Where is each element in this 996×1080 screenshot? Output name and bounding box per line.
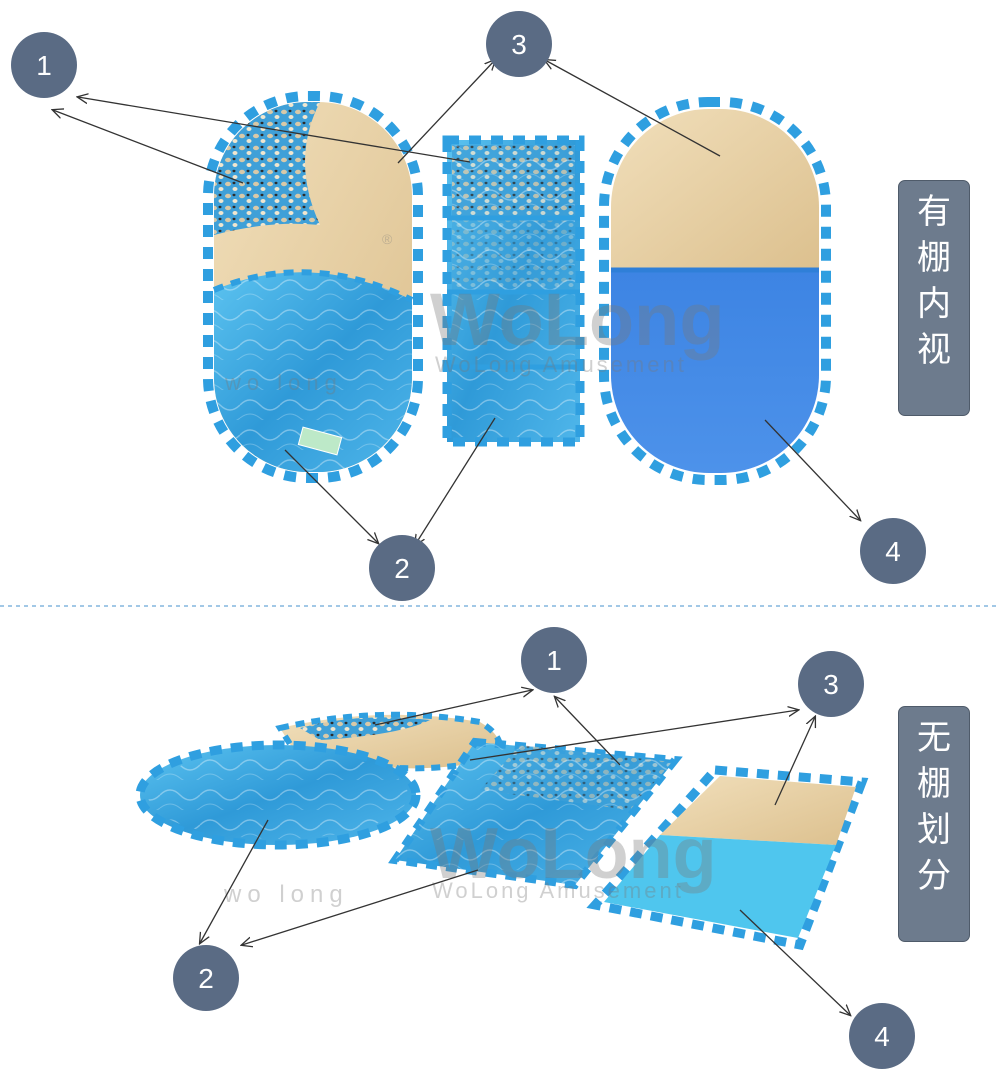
callout-badge-2-bottom: 2 — [173, 945, 239, 1011]
svg-text:2: 2 — [198, 963, 214, 994]
callout-badge-4-bottom: 4 — [849, 1003, 915, 1069]
callout-badge-1: 1 — [11, 32, 77, 98]
callout-badge-4: 4 — [860, 518, 926, 584]
pool-b-bottom — [388, 737, 683, 890]
svg-text:WoLong: WoLong — [430, 814, 717, 894]
top-section: WoLong WoLong Amusement wo long ® 1 3 2 — [11, 11, 926, 601]
label-without-canopy: 无棚划分 — [898, 706, 970, 942]
label-with-canopy: 有棚内视 — [898, 180, 970, 416]
svg-text:3: 3 — [823, 669, 839, 700]
svg-text:4: 4 — [885, 536, 901, 567]
callout-badge-3-bottom: 3 — [798, 651, 864, 717]
bottom-arrows — [200, 690, 850, 1015]
watermark-logo-text-bottom: wo long — [223, 881, 349, 908]
pool-b-top — [442, 135, 585, 447]
pool-a-top — [203, 91, 423, 483]
pool-c-top — [599, 97, 831, 485]
svg-text:1: 1 — [36, 50, 52, 81]
watermark-brand: WoLong Amusement — [435, 352, 687, 377]
svg-text:3: 3 — [511, 29, 527, 60]
svg-text:4: 4 — [874, 1021, 890, 1052]
callout-badge-2: 2 — [369, 535, 435, 601]
label-without-canopy-text: 无棚划分 — [917, 718, 951, 896]
registered-mark: ® — [382, 231, 393, 247]
pool-c-bottom — [586, 765, 869, 951]
watermark-logo-text: wo long — [224, 370, 343, 395]
pool-a-bottom — [135, 711, 503, 850]
callout-badge-3: 3 — [486, 11, 552, 77]
watermark-brand-bottom: WoLong Amusement — [432, 878, 684, 903]
svg-text:WoLong: WoLong — [430, 278, 725, 361]
top-arrows — [53, 60, 860, 545]
svg-text:2: 2 — [394, 553, 410, 584]
svg-text:1: 1 — [546, 645, 562, 676]
callout-badge-1-bottom: 1 — [521, 627, 587, 693]
bottom-section: WoLong WoLong Amusement wo long 1 3 2 — [135, 627, 915, 1069]
label-with-canopy-text: 有棚内视 — [917, 192, 951, 370]
